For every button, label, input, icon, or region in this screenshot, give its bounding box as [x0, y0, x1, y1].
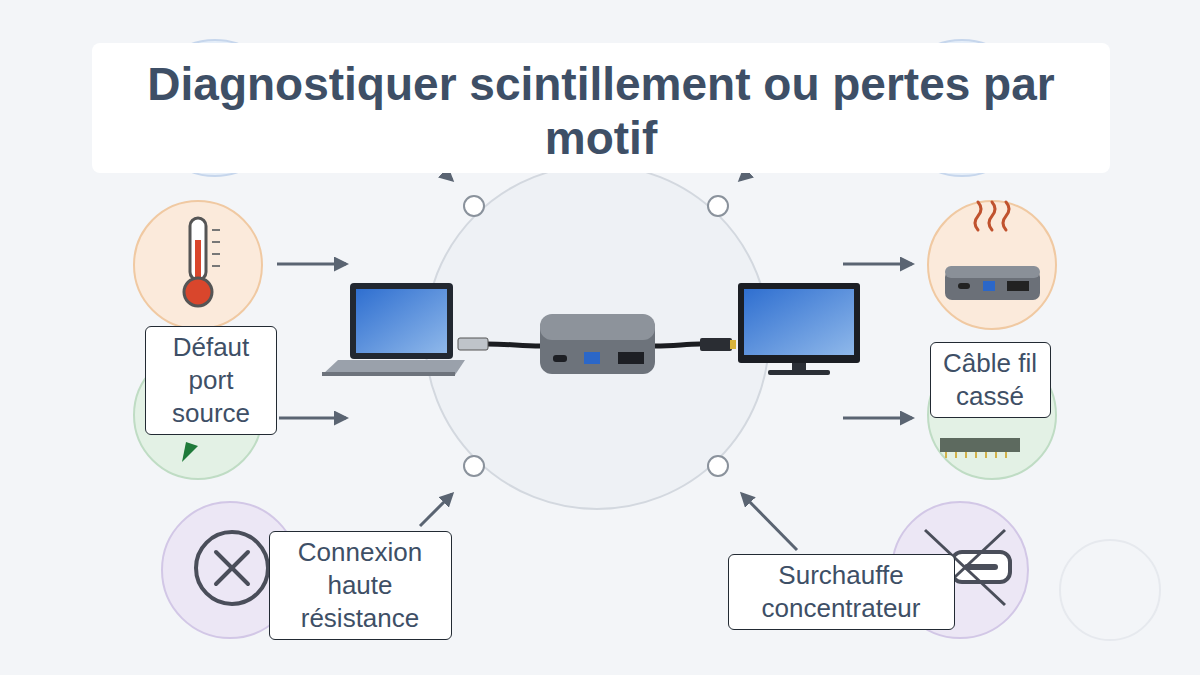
title: Diagnostiquer scintillement ou pertes pa… — [112, 57, 1090, 165]
label-box: Défaut port source — [145, 326, 277, 435]
label-box: Connexion haute résistance — [269, 531, 452, 640]
label-text: Connexion haute résistance — [278, 536, 443, 635]
label-box: Câble fil cassé — [930, 342, 1051, 418]
title-panel: Diagnostiquer scintillement ou pertes pa… — [92, 43, 1110, 173]
label-text: Défaut port source — [154, 331, 268, 430]
label-box: Surchauffe concentrateur — [728, 554, 955, 630]
label-text: Câble fil cassé — [939, 347, 1042, 413]
label-text: Surchauffe concentrateur — [737, 559, 946, 625]
